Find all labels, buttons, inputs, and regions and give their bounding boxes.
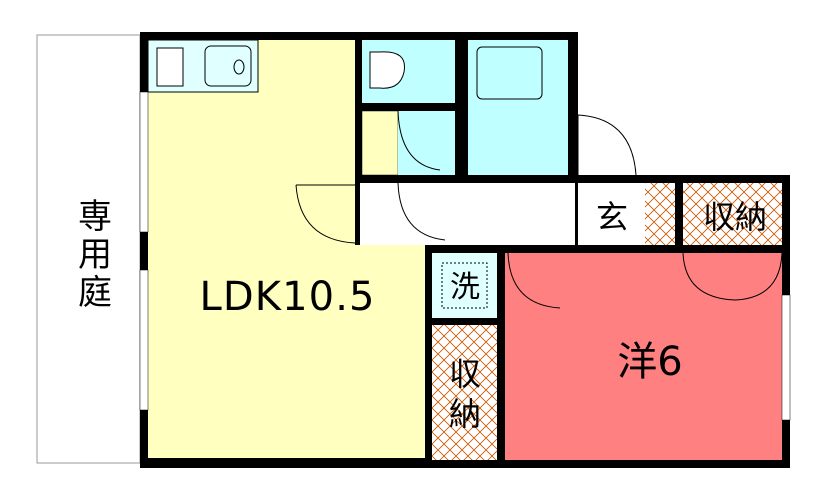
storage-lower <box>432 325 497 460</box>
storage-upper-label: 収納 <box>703 198 767 236</box>
window-west-lower <box>139 269 149 411</box>
garden-label-3: 庭 <box>78 273 112 313</box>
washroom <box>398 111 455 175</box>
garden-area <box>36 34 141 464</box>
laundry-space <box>432 253 497 318</box>
western-room-label: 洋6 <box>617 339 682 385</box>
entrance <box>578 183 645 245</box>
hallway <box>360 183 575 245</box>
storage-lower-label: 収 <box>449 355 481 393</box>
sink-icon <box>204 45 252 87</box>
storage-upper <box>683 183 782 245</box>
laundry-label: 洗 <box>450 270 480 305</box>
ldk-label: LDK10.5 <box>200 274 375 320</box>
bathtub-icon <box>476 46 543 100</box>
western-room <box>505 253 782 460</box>
toilet-icon <box>369 51 405 89</box>
entrance-label: 玄 <box>596 198 628 236</box>
storage-lower-label-2: 納 <box>449 395 481 433</box>
window-east <box>781 294 791 421</box>
garden-label-2: 用 <box>78 235 112 275</box>
ldk-room <box>148 40 355 458</box>
shoe-closet <box>645 183 675 245</box>
washbasin-area <box>361 110 399 176</box>
garden-label: 専 <box>78 197 112 237</box>
window-west <box>139 91 149 233</box>
stove-icon <box>156 47 184 87</box>
